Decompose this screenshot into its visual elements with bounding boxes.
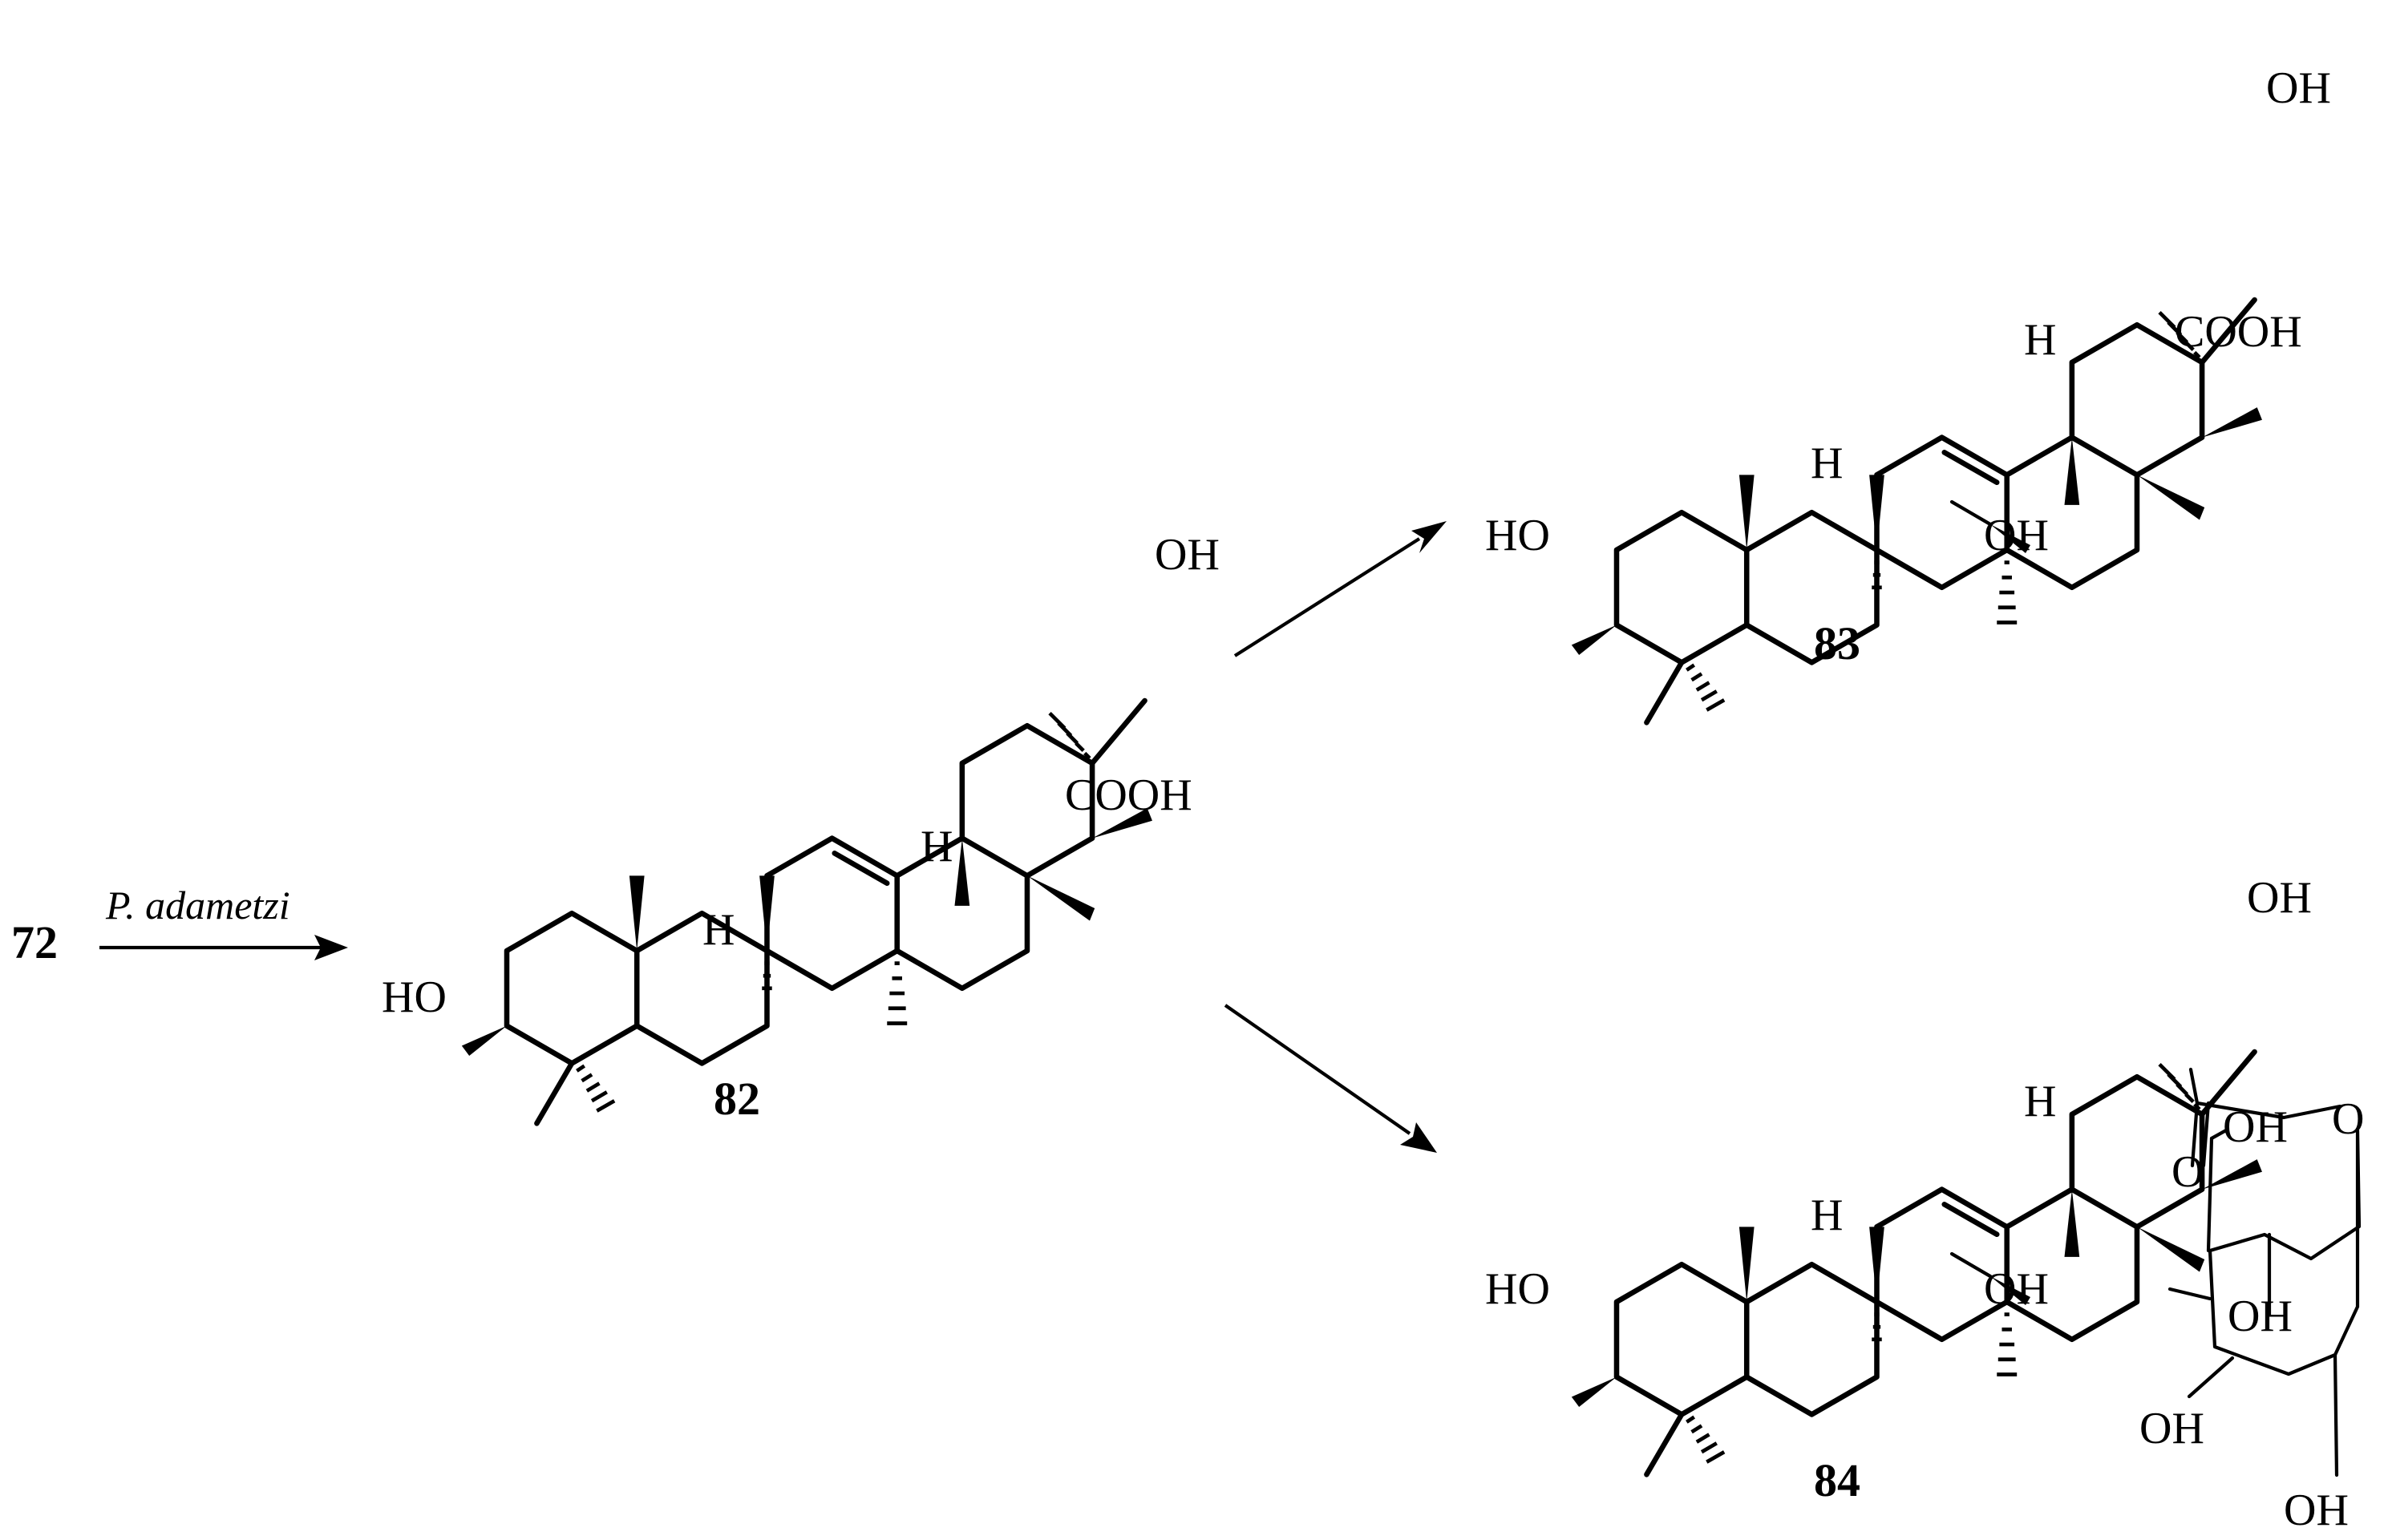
structure-compound-82: OH COOH H H HO [382,530,1220,1123]
label-ho-3: HO [1485,1264,1550,1314]
label-oh-7: OH [1984,1264,2049,1314]
reaction-arrow-to-84 [1224,1004,1437,1153]
label-h-9: H [1811,1190,1843,1240]
compound-number-72: 72 [11,916,58,968]
label-carbonyl-o: O [2172,1147,2204,1197]
label-h-18: H [2024,1077,2056,1126]
label-oh-7: OH [1984,511,2049,560]
label-h-9: H [702,905,735,955]
label-sugar-oh-4: OH [2284,1485,2349,1535]
label-sugar-oh-3: OH [2139,1404,2204,1453]
label-sugar-oh-2: OH [2228,1291,2293,1341]
label-h-18: H [921,822,953,871]
label-oh-top: OH [2247,873,2312,923]
structure-compound-84: OH H H HO OH O O OH OH OH OH [1485,873,2364,1535]
label-h-9: H [1811,439,1843,488]
label-sugar-oh-1: OH [2223,1102,2288,1152]
reaction-arrow-main [99,935,348,960]
label-ho-3: HO [1485,511,1550,560]
label-ring-o: O [2332,1094,2364,1144]
reagent-label: P. adametzi [105,883,290,928]
label-cooh: COOH [1065,770,1192,820]
label-h-18: H [2024,315,2056,365]
compound-number-84: 84 [1814,1454,1860,1506]
compound-number-82: 82 [714,1073,760,1125]
label-ho-3: HO [382,972,447,1022]
structure-compound-83: OH COOH H H HO OH [1485,63,2331,722]
compound-number-83: 83 [1814,617,1860,669]
reaction-arrow-to-83 [1233,521,1447,657]
label-oh-top: OH [1155,530,1220,580]
label-cooh: COOH [2175,307,2302,357]
label-oh-top: OH [2266,63,2331,113]
